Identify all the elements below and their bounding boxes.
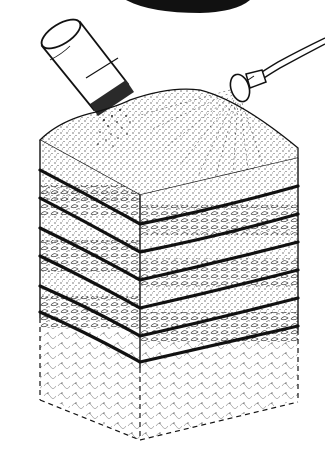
layered-soil-block	[30, 89, 305, 450]
garden-hose	[262, 38, 325, 78]
spray-nozzle	[227, 70, 266, 104]
tipping-jar	[37, 14, 134, 116]
top-edge-shape	[126, 0, 250, 13]
